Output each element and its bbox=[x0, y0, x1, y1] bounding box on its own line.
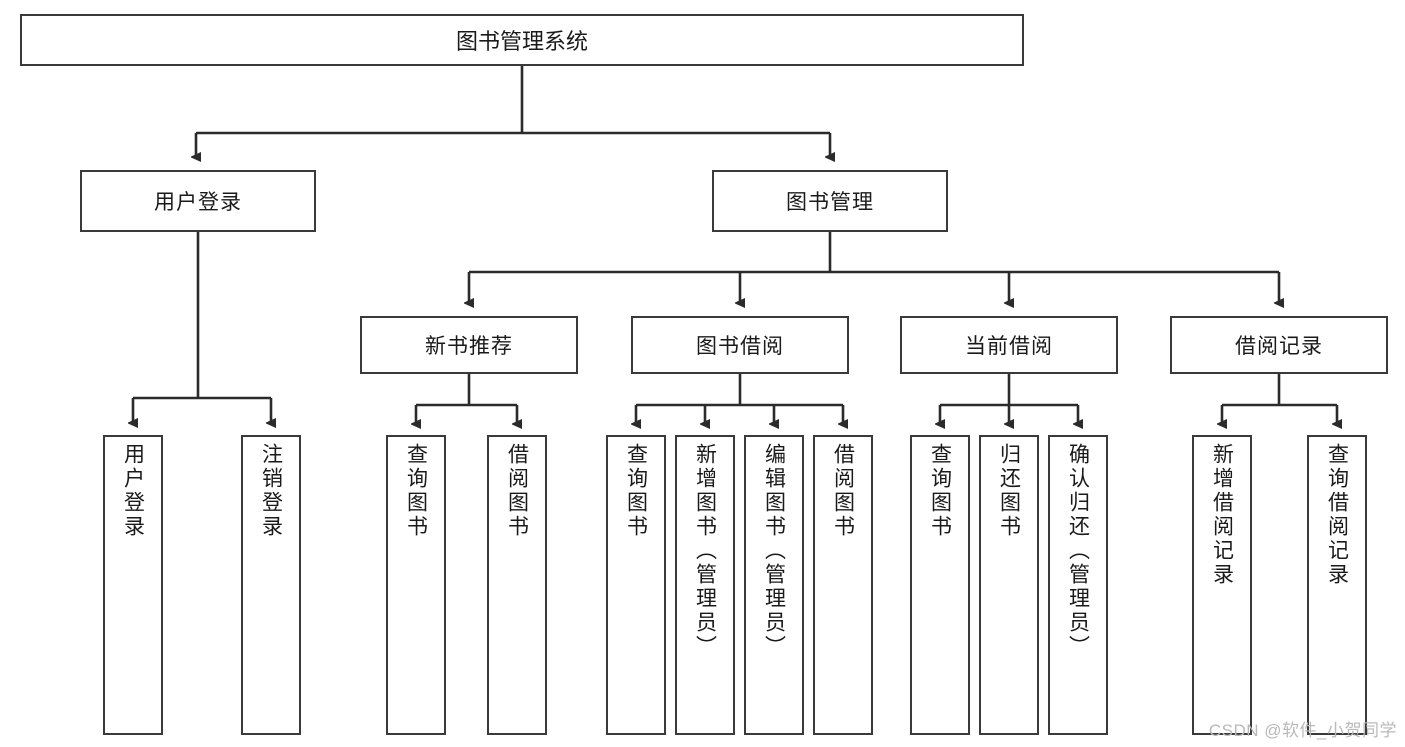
node-leaf-borrow-book-2[interactable]: 借阅图书 bbox=[813, 435, 873, 735]
node-new-book-rec[interactable]: 新书推荐 bbox=[360, 316, 578, 374]
node-book-borrow[interactable]: 图书借阅 bbox=[631, 316, 849, 374]
node-leaf-query-book-3[interactable]: 查询图书 bbox=[910, 435, 970, 735]
node-leaf-logout[interactable]: 注销登录 bbox=[241, 435, 301, 735]
node-leaf-add-book-label: 新增图书（管理员） bbox=[693, 443, 717, 659]
node-leaf-borrow-book-2-label: 借阅图书 bbox=[831, 443, 855, 539]
node-leaf-confirm-return[interactable]: 确认归还（管理员） bbox=[1048, 435, 1108, 735]
node-leaf-borrow-book-1-label: 借阅图书 bbox=[505, 443, 529, 539]
node-leaf-query-record[interactable]: 查询借阅记录 bbox=[1307, 435, 1367, 735]
node-book-borrow-label: 图书借阅 bbox=[696, 335, 784, 358]
node-root[interactable]: 图书管理系统 bbox=[20, 14, 1024, 66]
node-leaf-query-record-label: 查询借阅记录 bbox=[1325, 443, 1349, 587]
node-book-mgmt[interactable]: 图书管理 bbox=[712, 170, 948, 232]
node-current-borrow-label: 当前借阅 bbox=[965, 335, 1053, 358]
node-user-login-label: 用户登录 bbox=[154, 191, 242, 214]
node-leaf-return-book-label: 归还图书 bbox=[997, 443, 1021, 539]
node-leaf-login-label: 用户登录 bbox=[121, 443, 145, 539]
node-leaf-login[interactable]: 用户登录 bbox=[103, 435, 163, 735]
node-leaf-query-book-1[interactable]: 查询图书 bbox=[386, 435, 446, 735]
node-leaf-edit-book-label: 编辑图书（管理员） bbox=[762, 443, 786, 659]
node-root-label: 图书管理系统 bbox=[455, 29, 588, 54]
node-new-book-rec-label: 新书推荐 bbox=[425, 335, 513, 358]
watermark: CSDN @软件_小贺同学 bbox=[1208, 721, 1397, 740]
node-current-borrow[interactable]: 当前借阅 bbox=[900, 316, 1118, 374]
node-leaf-logout-label: 注销登录 bbox=[259, 443, 283, 539]
node-leaf-borrow-book-1[interactable]: 借阅图书 bbox=[487, 435, 547, 735]
node-leaf-query-book-2[interactable]: 查询图书 bbox=[606, 435, 666, 735]
node-leaf-query-book-3-label: 查询图书 bbox=[928, 443, 952, 539]
node-leaf-add-record[interactable]: 新增借阅记录 bbox=[1192, 435, 1252, 735]
node-leaf-query-book-2-label: 查询图书 bbox=[624, 443, 648, 539]
node-user-login[interactable]: 用户登录 bbox=[80, 170, 316, 232]
node-leaf-add-book[interactable]: 新增图书（管理员） bbox=[675, 435, 735, 735]
node-leaf-add-record-label: 新增借阅记录 bbox=[1210, 443, 1234, 587]
node-leaf-edit-book[interactable]: 编辑图书（管理员） bbox=[744, 435, 804, 735]
node-leaf-return-book[interactable]: 归还图书 bbox=[979, 435, 1039, 735]
node-borrow-record-label: 借阅记录 bbox=[1235, 335, 1323, 358]
node-borrow-record[interactable]: 借阅记录 bbox=[1170, 316, 1388, 374]
node-leaf-confirm-return-label: 确认归还（管理员） bbox=[1066, 443, 1090, 659]
node-leaf-query-book-1-label: 查询图书 bbox=[404, 443, 428, 539]
node-book-mgmt-label: 图书管理 bbox=[786, 191, 874, 214]
